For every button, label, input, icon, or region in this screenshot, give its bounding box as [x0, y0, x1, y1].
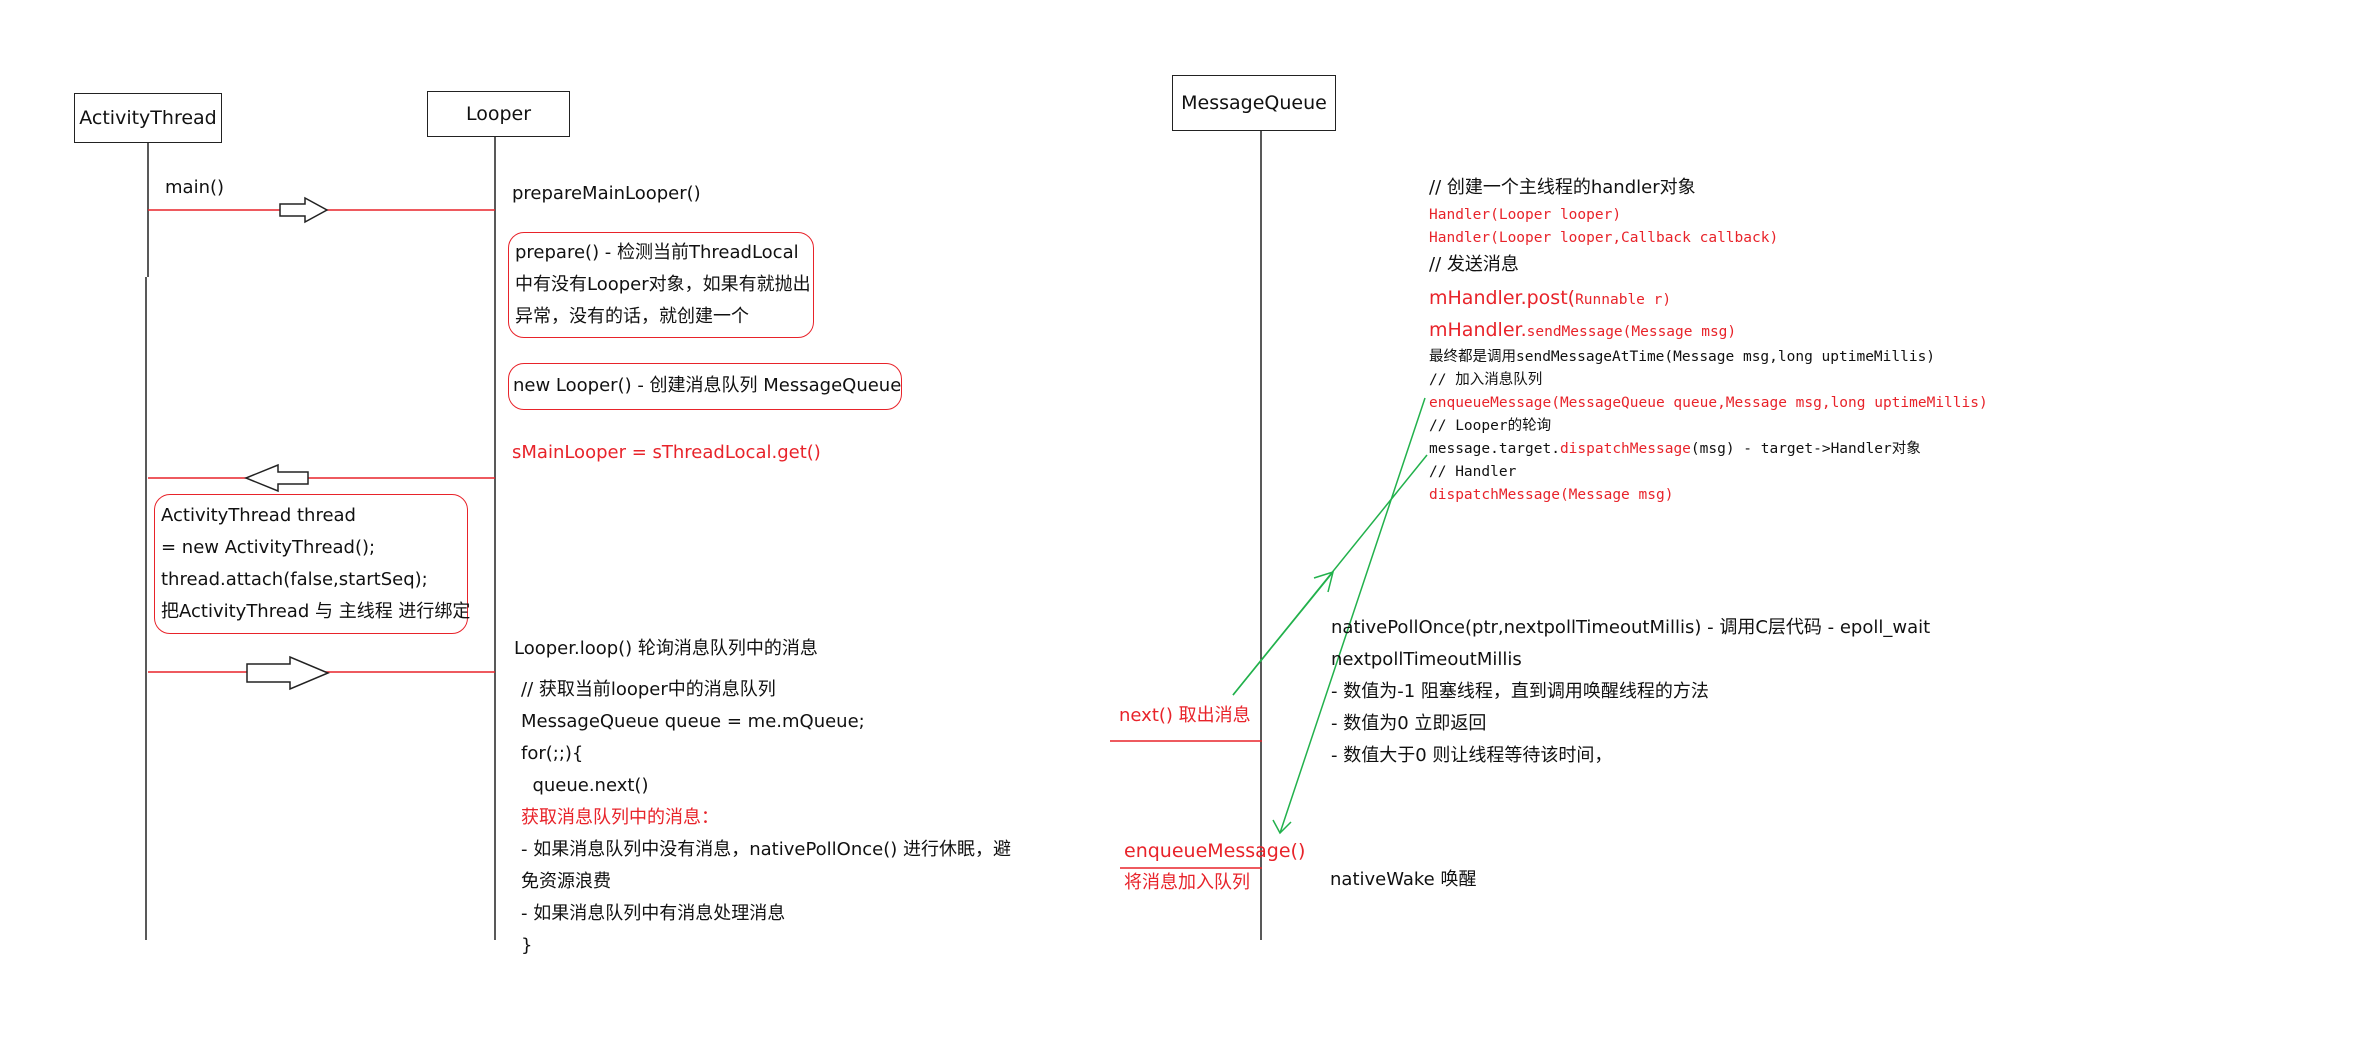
loop-title: Looper.loop() 轮询消息队列中的消息 — [514, 638, 818, 659]
dispatch-arrowhead-icon — [1313, 570, 1335, 593]
send-args: sendMessage(Message msg) — [1526, 324, 1737, 340]
loop-line: MessageQueue queue = me.mQueue; — [521, 711, 865, 732]
timeout-rules: - 数值为-1 阻塞线程，直到调用唤醒线程的方法 - 数值为0 立即返回 - 数… — [1331, 676, 1709, 772]
prepare-main-looper-label: prepareMainLooper() — [512, 183, 701, 204]
post-name: mHandler.post( — [1429, 287, 1576, 309]
attach-block: ActivityThread thread = new ActivityThre… — [161, 500, 470, 628]
enqueue-arrowhead-icon — [1272, 819, 1292, 835]
dispatch-prefix: message.target. — [1429, 441, 1560, 457]
comment-loop: // Looper的轮询 — [1429, 418, 1552, 434]
dispatch-suffix: (msg) - target->Handler对象 — [1690, 441, 1921, 457]
timeout-rule: - 数值为-1 阻塞线程，直到调用唤醒线程的方法 — [1331, 681, 1709, 702]
post-args: Runnable r) — [1575, 292, 1672, 308]
post-call: mHandler.post(Runnable r) — [1429, 282, 1671, 315]
dispatch-line: message.target.dispatchMessage(msg) - ta… — [1429, 438, 1921, 461]
loop-line: } — [521, 935, 533, 956]
comment-enqueue: // 加入消息队列 — [1429, 372, 1543, 388]
loop-line: - 如果消息队列中有消息处理消息 — [521, 903, 786, 924]
attach-block-outline — [154, 494, 468, 634]
loop-line: queue.next() — [521, 775, 649, 796]
timeout-rule: - 数值大于0 则让线程等待该时间， — [1331, 745, 1613, 766]
message-queue-box: MessageQueue — [1172, 75, 1336, 131]
loop-body: // 获取当前looper中的消息队列 MessageQueue queue =… — [521, 674, 1011, 962]
activity-thread-title: ActivityThread — [79, 107, 217, 129]
enqueue-call: enqueueMessage(MessageQueue queue,Messag… — [1429, 395, 1988, 411]
s-main-looper-label: sMainLooper = sThreadLocal.get() — [512, 442, 821, 463]
prepare-line: 中有没有Looper对象，如果有就抛出 — [515, 274, 811, 295]
comment-handler: // Handler — [1429, 464, 1517, 480]
main-call-label: main() — [165, 177, 225, 198]
new-looper-outline — [508, 363, 902, 410]
looper-title: Looper — [465, 103, 532, 125]
final-prefix: 最终都是调用 — [1429, 349, 1516, 365]
handler-ctor-1: Handler(Looper looper) — [1429, 207, 1622, 223]
timeout-rule: - 数值为0 立即返回 — [1331, 713, 1487, 734]
dispatch-red: dispatchMessage — [1559, 441, 1691, 457]
attach-line: thread.attach(false,startSeq); — [161, 569, 428, 590]
return-arrow-icon — [244, 463, 309, 493]
timeout-title: nextpollTimeoutMillis — [1331, 649, 1522, 670]
loop-line: - 如果消息队列中没有消息，nativePollOnce() 进行休眠，避 — [521, 839, 1011, 860]
activity-thread-box: ActivityThread — [74, 93, 222, 143]
comment-create: // 创建一个主线程的handler对象 — [1429, 177, 1696, 198]
poll-once-label: nativePollOnce(ptr,nextpollTimeoutMillis… — [1331, 617, 1931, 638]
prepare-block-outline — [508, 232, 814, 338]
comment-send: // 发送消息 — [1429, 254, 1519, 275]
loop-arrow-icon — [246, 655, 330, 691]
attach-line: = new ActivityThread(); — [161, 537, 376, 558]
looper-box: Looper — [427, 91, 570, 137]
attach-line: ActivityThread thread — [161, 505, 356, 526]
attach-line: 把ActivityThread 与 主线程 进行绑定 — [161, 601, 471, 622]
next-to-dispatch-arrow — [1232, 571, 1334, 696]
send-name: mHandler. — [1429, 319, 1527, 341]
loop-line: for(;;){ — [521, 743, 584, 764]
prepare-block: prepare() - 检测当前ThreadLocal 中有没有Looper对象… — [515, 237, 811, 333]
final-call-text: sendMessageAtTime(Message msg,long uptim… — [1516, 349, 1936, 365]
handler-to-enqueue-arrow — [1279, 397, 1426, 834]
send-call: mHandler.sendMessage(Message msg) — [1429, 314, 1736, 347]
loop-red-line: 获取消息队列中的消息： — [521, 807, 719, 828]
native-wake-label: nativeWake 唤醒 — [1330, 869, 1477, 890]
prepare-line: prepare() - 检测当前ThreadLocal — [515, 242, 799, 263]
enqueue-sub-label: 将消息加入队列 — [1124, 872, 1250, 893]
handler-ctor-2: Handler(Looper looper,Callback callback) — [1429, 230, 1779, 246]
dispatch-call: dispatchMessage(Message msg) — [1429, 487, 1674, 503]
next-label: next() 取出消息 — [1119, 705, 1251, 726]
enqueue-label: enqueueMessage() — [1124, 840, 1306, 862]
loop-line: // 获取当前looper中的消息队列 — [521, 679, 776, 700]
new-looper-label: new Looper() - 创建消息队列 MessageQueue — [513, 375, 902, 396]
message-queue-title: MessageQueue — [1181, 92, 1327, 114]
loop-line: 免资源浪费 — [521, 871, 611, 892]
prepare-line: 异常，没有的话，就创建一个 — [515, 306, 749, 327]
final-call: 最终都是调用sendMessageAtTime(Message msg,long… — [1429, 346, 1935, 369]
main-arrow-icon — [279, 196, 329, 224]
